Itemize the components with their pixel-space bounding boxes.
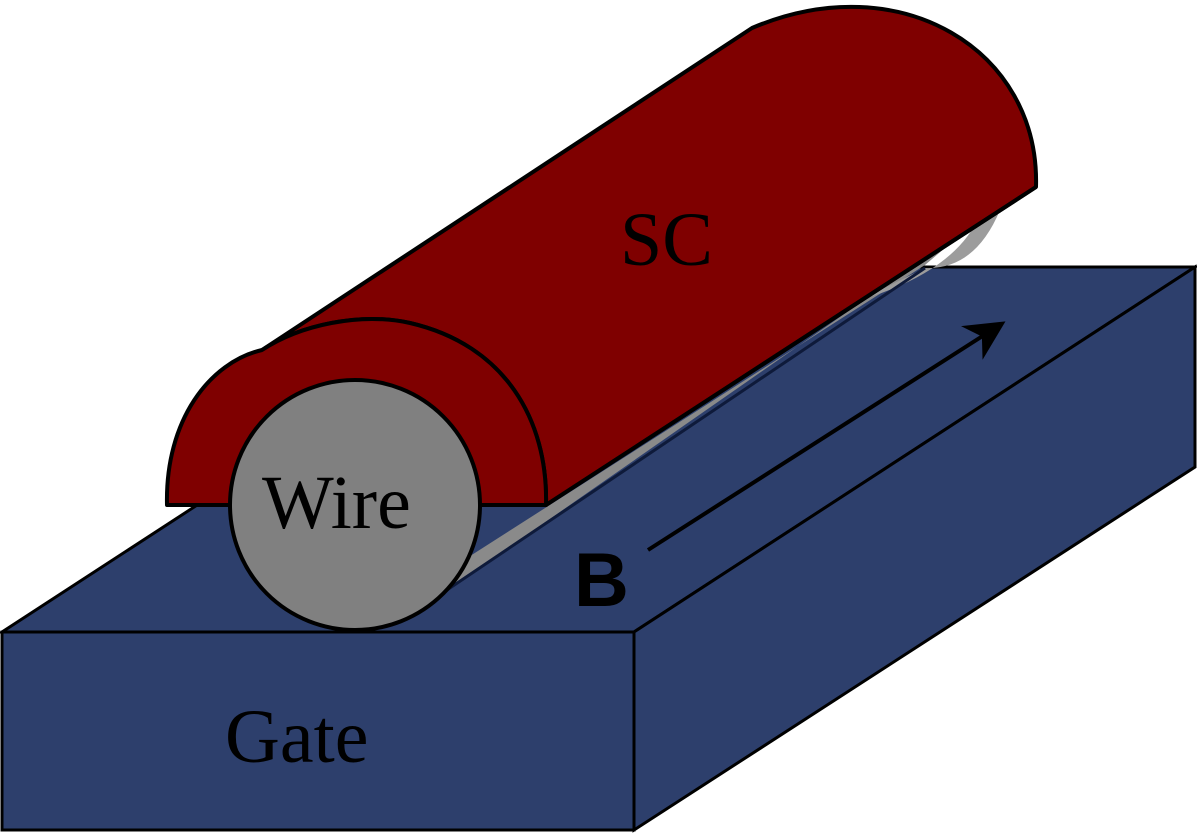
wire-cross-section <box>228 378 482 632</box>
wire-lower-edge <box>437 266 926 598</box>
arrow-up-right-icon <box>646 321 1006 552</box>
superconductor-bottom-edge <box>544 185 1038 507</box>
superconductor-label: SC <box>620 198 713 282</box>
wire-label: Wire <box>262 461 411 545</box>
gate-label: Gate <box>225 695 368 779</box>
magnetic-field-label: B <box>574 538 629 623</box>
gate-front-face <box>0 630 636 832</box>
